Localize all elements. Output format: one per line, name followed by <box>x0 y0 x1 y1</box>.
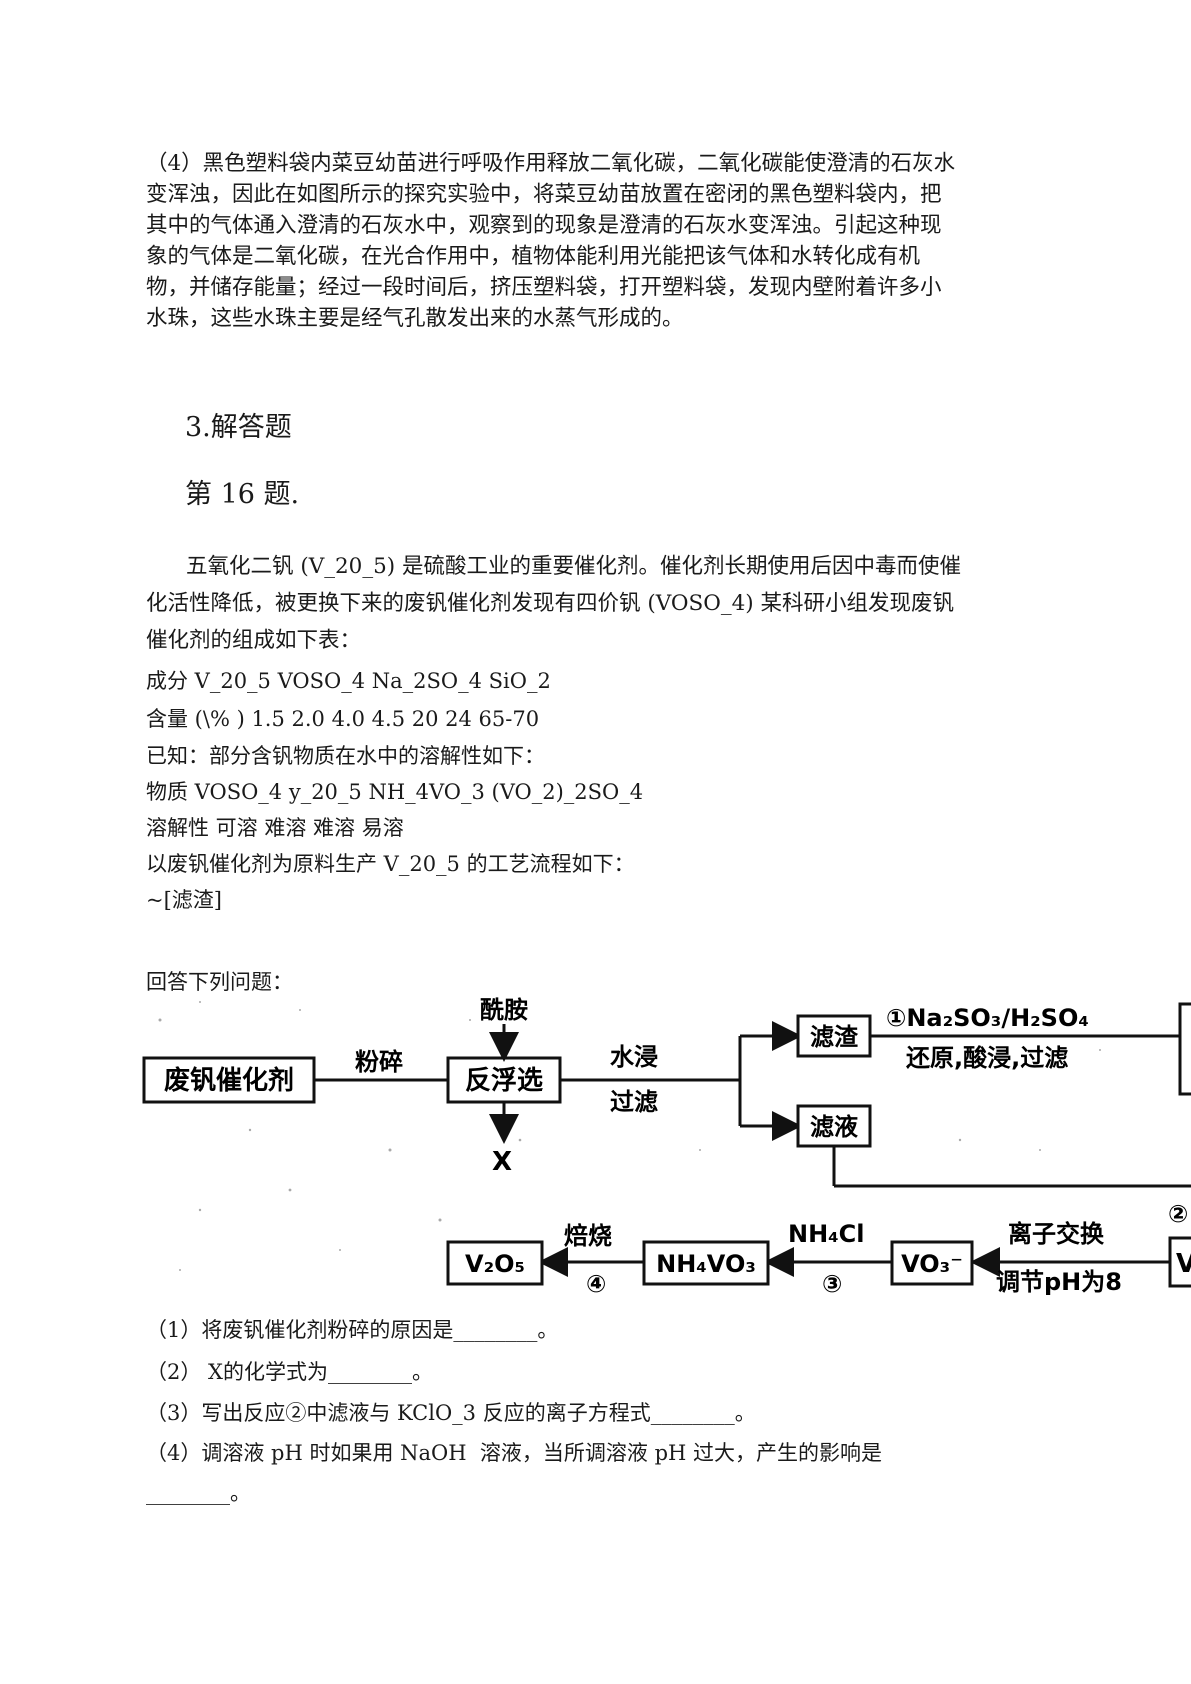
text-line: 五氧化二钒 (V_20_5) 是硫酸工业的重要催化剂。催化剂长期使用后因中毒而使… <box>186 554 962 579</box>
text-line: 象的气体是二氧化碳，在光合作用中，植物体能利用光能把该气体和水转化成有机 <box>146 244 921 269</box>
text-line: 变浑浊，因此在如图所示的探究实验中，将菜豆幼苗放置在密闭的黑色塑料袋内，把 <box>146 182 942 207</box>
box-right-partial-top <box>1178 1002 1191 1096</box>
process-flow-diagram: 废钒催化剂 粉碎 反浮选 酰胺 X 水浸 过滤 滤渣 滤液 ①Na₂SO₃/H₂… <box>142 996 1191 1298</box>
question-4: （4）调溶液 pH 时如果用 NaOH 溶液，当所调溶液 pH 过大，产生的影响… <box>146 1441 883 1465</box>
label-water: 水浸 <box>610 1043 658 1071</box>
label-ph: 调节pH为8 <box>996 1268 1122 1296</box>
text-line: （4）黑色塑料袋内菜豆幼苗进行呼吸作用释放二氧化碳，二氧化碳能使澄清的石灰水 <box>146 151 956 176</box>
label-x: X <box>492 1147 512 1177</box>
question-4-blank: ________。 <box>146 1481 251 1505</box>
label-step1-reagents: ①Na₂SO₃/H₂SO₄ <box>886 1004 1089 1032</box>
section-heading: 3.解答题 <box>185 412 292 443</box>
box-nh4vo3-label: NH₄VO₃ <box>656 1250 756 1278</box>
label-step4: ④ <box>586 1270 606 1298</box>
box-filtrate-label: 滤液 <box>810 1113 858 1141</box>
label-right-partial: V <box>1176 1249 1191 1279</box>
box-residue: 滤渣 <box>796 1014 872 1058</box>
label-step3: ③ <box>822 1270 842 1298</box>
table2-row1: 物质 VOSO_4 y_20_5 NH_4VO_3 (VO_2)_2SO_4 <box>146 780 644 804</box>
question-2: （2） X的化学式为________。 <box>146 1360 433 1384</box>
question-heading: 第 16 题. <box>185 479 300 510</box>
box-waste-catalyst: 废钒催化剂 <box>142 1056 316 1104</box>
table2-row2: 溶解性 可溶 难溶 难溶 易溶 <box>146 816 404 840</box>
residue-note: ~[滤渣] <box>146 888 222 912</box>
scan-noise <box>158 1001 1101 1271</box>
section4-paragraph: （4）黑色塑料袋内菜豆幼苗进行呼吸作用释放二氧化碳，二氧化碳能使澄清的石灰水 变… <box>146 148 1051 334</box>
box-waste-label: 废钒催化剂 <box>164 1065 294 1096</box>
label-step2-partial: ② <box>1168 1200 1188 1228</box>
label-amide: 酰胺 <box>480 996 528 1024</box>
box-vo3-label: VO₃⁻ <box>901 1250 963 1278</box>
known-text: 已知：部分含钒物质在水中的溶解性如下： <box>146 744 545 768</box>
label-crush: 粉碎 <box>355 1048 403 1076</box>
box-filtrate: 滤液 <box>796 1104 872 1148</box>
box-nh4vo3: NH₄VO₃ <box>642 1240 770 1286</box>
text-line: 其中的气体通入澄清的石灰水中，观察到的现象是澄清的石灰水变浑浊。引起这种现 <box>146 213 942 238</box>
text-line: 物，并储存能量；经过一段时间后，挤压塑料袋，打开塑料袋，发现内壁附着许多小 <box>146 275 942 300</box>
answer-prompt: 回答下列问题： <box>146 970 293 994</box>
label-roast: 焙烧 <box>564 1222 612 1250</box>
table1-row2: 含量 (\% ) 1.5 2.0 4.0 4.5 20 24 65-70 <box>146 707 540 731</box>
label-ion: 离子交换 <box>1008 1220 1105 1248</box>
label-nh4cl: NH₄Cl <box>788 1220 865 1248</box>
label-step1-ops: 还原,酸浸,过滤 <box>906 1044 1068 1072</box>
box-v2o5-label: V₂O₅ <box>465 1250 525 1278</box>
box-vo3: VO₃⁻ <box>890 1240 974 1286</box>
box-flotation-label: 反浮选 <box>465 1066 543 1096</box>
box-v2o5: V₂O₅ <box>446 1240 544 1286</box>
intro-paragraph: 五氧化二钒 (V_20_5) 是硫酸工业的重要催化剂。催化剂长期使用后因中毒而使… <box>146 548 1051 659</box>
box-residue-label: 滤渣 <box>810 1023 859 1051</box>
text-line: 化活性降低，被更换下来的废钒催化剂发现有四价钒 (VOSO_4) 某科研小组发现… <box>146 591 955 616</box>
process-intro: 以废钒催化剂为原料生产 V_20_5 的工艺流程如下： <box>146 852 635 876</box>
box-flotation: 反浮选 <box>446 1056 562 1104</box>
table1-row1: 成分 V_20_5 VOSO_4 Na_2SO_4 SiO_2 <box>146 669 551 693</box>
text-line: 水珠，这些水珠主要是经气孔散发出来的水蒸气形成的。 <box>146 306 684 331</box>
label-filter: 过滤 <box>610 1088 658 1116</box>
question-1: （1）将废钒催化剂粉碎的原因是________。 <box>146 1318 559 1342</box>
question-3: （3）写出反应②中滤液与 KClO_3 反应的离子方程式________。 <box>146 1401 756 1425</box>
text-line: 催化剂的组成如下表： <box>146 628 362 653</box>
